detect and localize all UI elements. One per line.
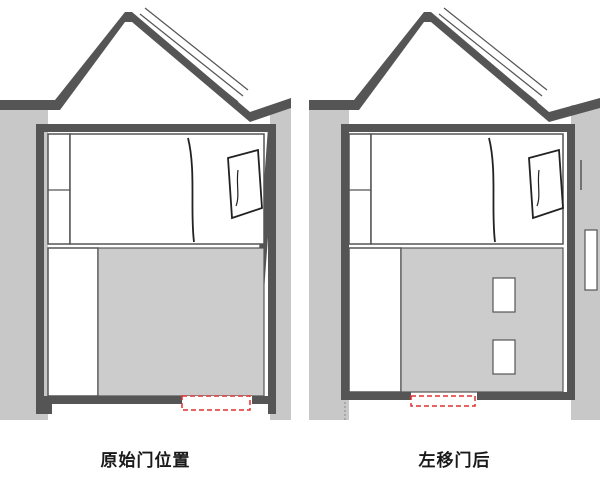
stool-upper (492, 277, 516, 313)
bay-wall (0, 12, 291, 122)
bay-window (433, 7, 548, 103)
pillow (227, 148, 263, 220)
desk (47, 247, 99, 397)
wardrobe (348, 133, 372, 245)
bottom-wall-right (477, 392, 575, 400)
caption-moved: 左移门后 (418, 451, 491, 471)
desk (348, 247, 402, 393)
adjacent-furniture (584, 229, 598, 291)
floor-plan-original (0, 0, 291, 430)
pillow (528, 148, 564, 220)
rug (97, 247, 265, 397)
stool-lower (492, 339, 516, 375)
door-marker (181, 395, 251, 411)
door-marker (410, 395, 476, 407)
rug (400, 247, 564, 393)
bay-window (134, 7, 249, 103)
bottom-wall-left (341, 392, 411, 400)
wardrobe (47, 133, 71, 245)
outside-area-left (309, 105, 349, 420)
floor-plan-moved (309, 0, 600, 430)
caption-original: 原始门位置 (100, 451, 191, 471)
